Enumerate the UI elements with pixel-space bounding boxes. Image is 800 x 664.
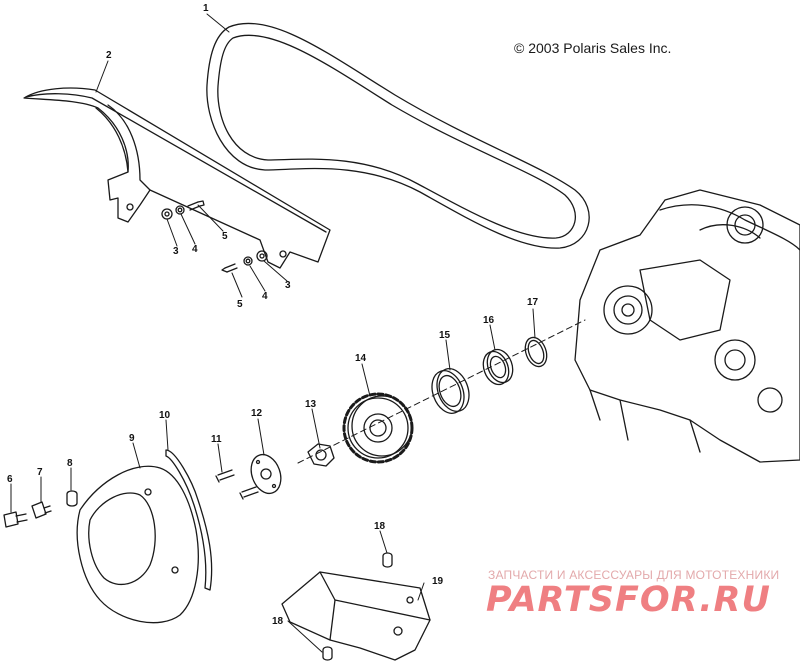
callout-16: 16 bbox=[483, 315, 495, 326]
lock-plate bbox=[250, 453, 282, 495]
callout-15: 15 bbox=[439, 330, 451, 341]
callout-6: 6 bbox=[7, 474, 13, 485]
belt-guard bbox=[23, 87, 331, 269]
drive-belt bbox=[206, 22, 590, 249]
leader-lines bbox=[10, 13, 536, 653]
callout-19: 19 bbox=[432, 576, 444, 587]
callout-10: 10 bbox=[159, 410, 171, 421]
watermark-tagline: ЗАПЧАСТИ И АКСЕССУАРЫ ДЛЯ МОТОТЕХНИКИ bbox=[488, 568, 780, 582]
bearing-ring bbox=[431, 368, 470, 414]
bolt-pair bbox=[215, 469, 259, 500]
callout-5a: 5 bbox=[222, 231, 228, 242]
callout-3a: 3 bbox=[173, 246, 179, 257]
oil-seal bbox=[482, 348, 514, 386]
callout-8: 8 bbox=[67, 458, 73, 469]
callout-4b: 4 bbox=[262, 291, 268, 302]
drive-gear bbox=[342, 392, 414, 464]
callout-7: 7 bbox=[37, 467, 43, 478]
engine-assembly bbox=[574, 189, 800, 463]
cover-fasteners bbox=[3, 490, 78, 528]
callout-18a: 18 bbox=[374, 521, 386, 532]
callout-17: 17 bbox=[527, 297, 539, 308]
callout-18b: 18 bbox=[272, 616, 284, 627]
drive-cover bbox=[76, 465, 199, 624]
cover-gasket bbox=[165, 449, 213, 591]
callout-12: 12 bbox=[251, 408, 263, 419]
copyright-notice: © 2003 Polaris Sales Inc. bbox=[514, 40, 672, 56]
callout-2: 2 bbox=[106, 50, 112, 61]
hex-nut bbox=[307, 443, 335, 467]
o-ring bbox=[524, 336, 548, 368]
callout-9: 9 bbox=[129, 433, 135, 444]
callout-11: 11 bbox=[211, 434, 222, 445]
callout-13: 13 bbox=[305, 399, 317, 410]
mount-bracket bbox=[281, 552, 431, 661]
callout-14: 14 bbox=[355, 353, 367, 364]
callout-5b: 5 bbox=[237, 299, 243, 310]
callout-1: 1 bbox=[203, 3, 209, 14]
assembly-centerline bbox=[297, 319, 586, 464]
callout-3b: 3 bbox=[285, 280, 291, 291]
watermark-logo: PARTSFOR.RU bbox=[486, 580, 771, 620]
guard-hardware bbox=[161, 200, 268, 273]
callout-4a: 4 bbox=[192, 244, 198, 255]
callout-numbers: 1 2 3 4 5 5 4 3 6 7 8 9 10 11 12 13 14 1… bbox=[7, 3, 539, 627]
